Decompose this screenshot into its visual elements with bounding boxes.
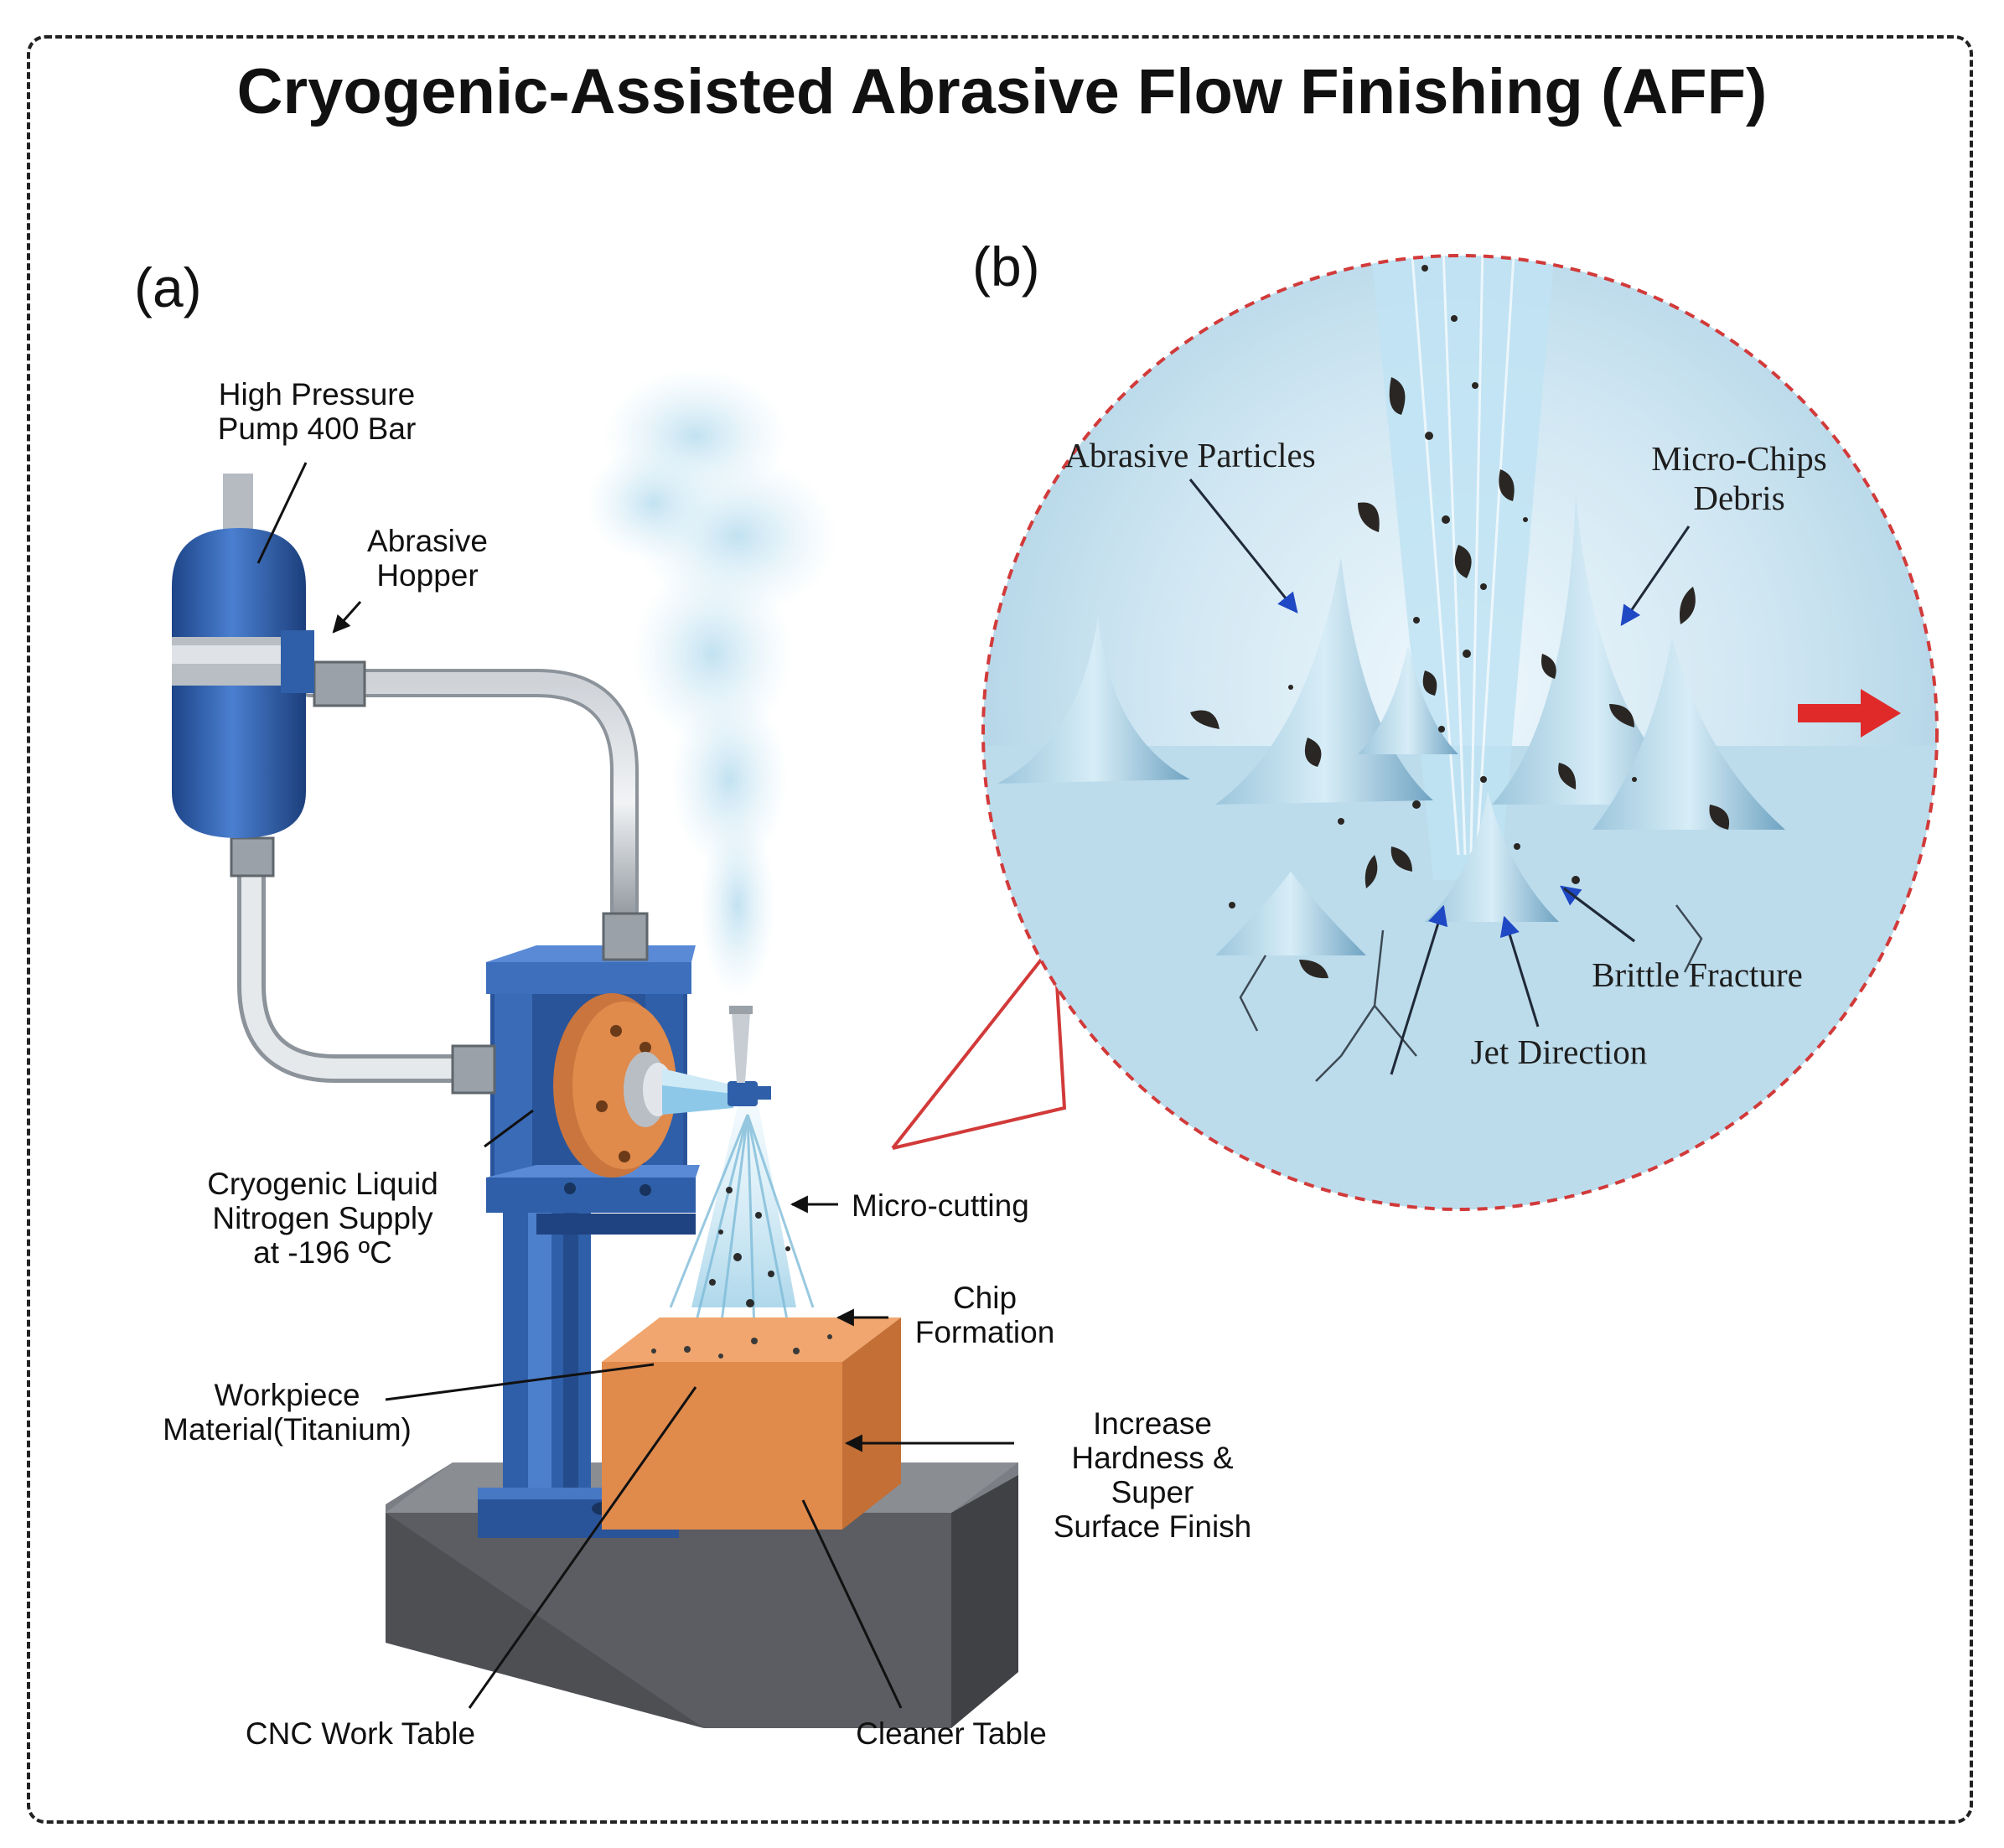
figure-title: Cryogenic-Assisted Abrasive Flow Finishi… — [236, 56, 1768, 127]
panel-a-label: (a) — [134, 256, 202, 318]
zoom-leader-lines — [1188, 479, 1691, 1075]
red-arrow-icon — [1798, 689, 1901, 738]
brittle-fracture-label: Brittle Fracture — [1592, 955, 1803, 994]
machine-column — [478, 1207, 679, 1538]
cleaner-table-label: Cleaner Table — [856, 1716, 1047, 1751]
abrasive-particles-label: Abrasive Particles — [1064, 436, 1316, 474]
leader-lines — [256, 462, 1014, 1709]
zoom-connector — [891, 938, 1067, 1150]
cryo-mist-plume — [587, 369, 838, 997]
high-pressure-pump — [172, 474, 314, 838]
panel-b-label: (b) — [972, 236, 1040, 298]
jet-direction-label: Jet Direction — [1470, 1033, 1648, 1071]
workpiece-block — [602, 1317, 901, 1530]
figure-frame — [27, 35, 1973, 1824]
supply-pipes — [230, 660, 649, 1095]
micro-cutting-label: Micro-cutting — [852, 1188, 1029, 1223]
abrasive-spray — [669, 1106, 815, 1333]
cnc-table-label: CNC Work Table — [245, 1716, 476, 1751]
